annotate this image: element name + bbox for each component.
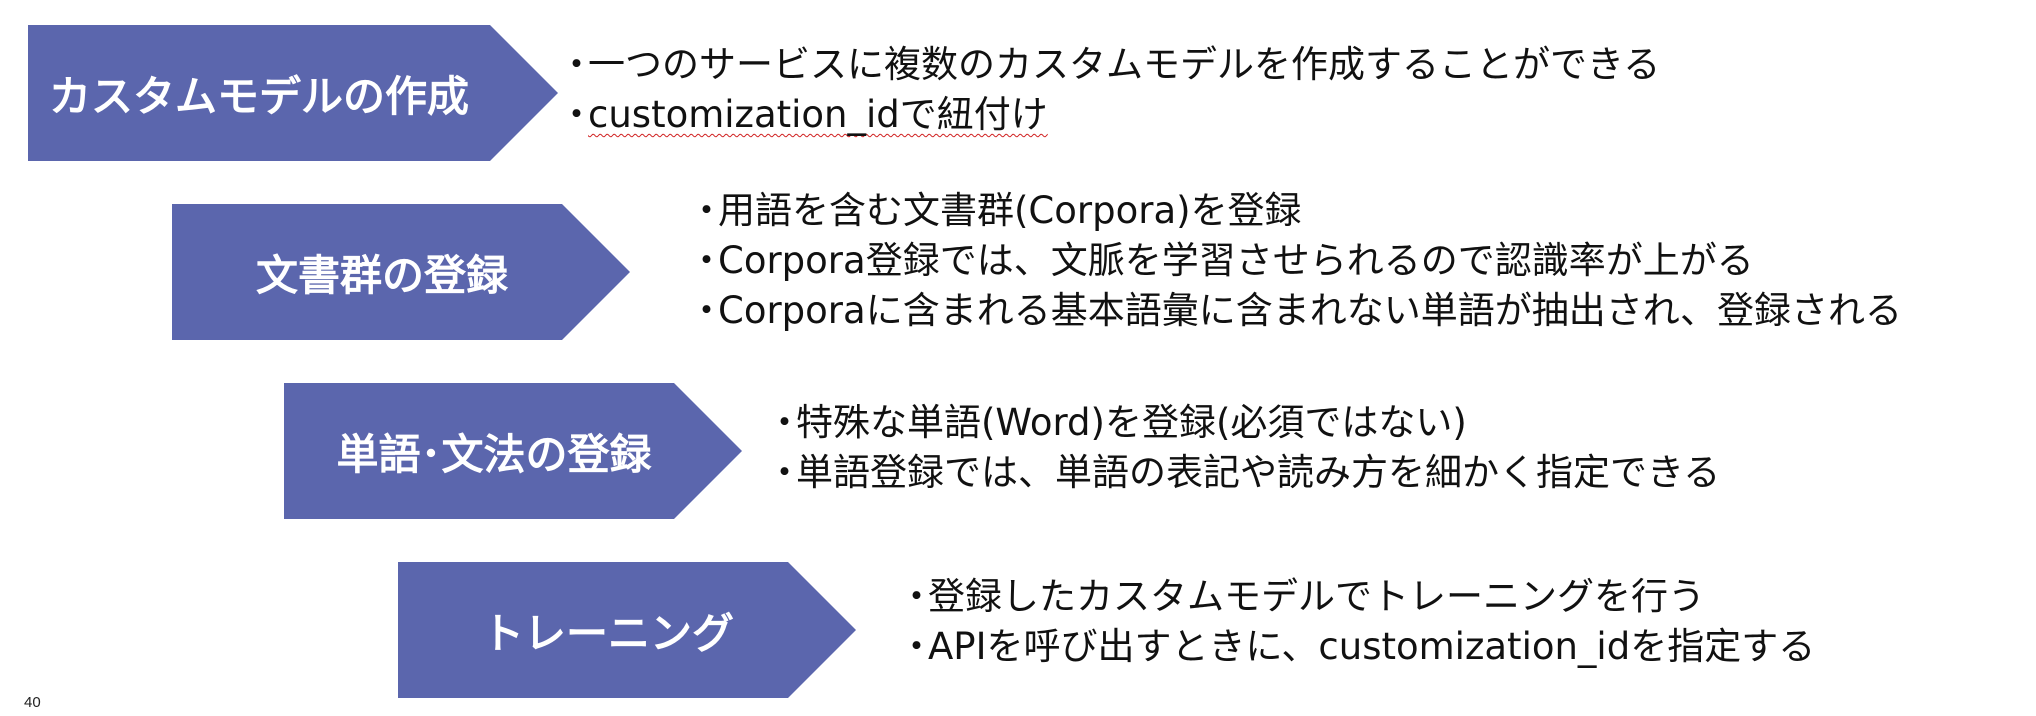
step-title: トレーニング [481, 608, 734, 658]
step-title: カスタムモデルの作成 [48, 71, 469, 121]
bullet-item: ・APIを呼び出すときに、customization_idを指定する [898, 622, 1815, 672]
step-title: 単語･文法の登録 [336, 429, 652, 479]
step-bullets: ・一つのサービスに複数のカスタムモデルを作成することができる ・customiz… [558, 40, 1660, 140]
bullet-item: ・単語登録では、単語の表記や読み方を細かく指定できる [766, 448, 1720, 498]
bullet-marker: ・ [766, 451, 803, 494]
bullet-text: 登録したカスタムモデルでトレーニングを行う [928, 575, 1705, 618]
bullet-item: ・用語を含む文書群(Corpora)を登録 [688, 186, 1902, 236]
bullet-marker: ・ [688, 289, 725, 332]
step-bullets: ・登録したカスタムモデルでトレーニングを行う ・APIを呼び出すときに、cust… [898, 572, 1815, 672]
bullet-item: ・特殊な単語(Word)を登録(必須ではない) [766, 398, 1720, 448]
bullet-text: customization_idで紐付け [588, 93, 1048, 136]
step-bullets: ・用語を含む文書群(Corpora)を登録 ・Corpora登録では、文脈を学習… [688, 186, 1902, 336]
bullet-item: ・Corporaに含まれる基本語彙に含まれない単語が抽出され、登録される [688, 286, 1902, 336]
bullet-item: ・customization_idで紐付け [558, 90, 1660, 140]
step-title: 文書群の登録 [255, 250, 508, 300]
bullet-marker: ・ [558, 93, 595, 136]
bullet-marker: ・ [898, 625, 935, 668]
bullet-text: 用語を含む文書群(Corpora)を登録 [718, 189, 1302, 232]
bullet-text: 特殊な単語(Word)を登録(必須ではない) [796, 401, 1467, 444]
bullet-marker: ・ [898, 575, 935, 618]
bullet-marker: ・ [558, 43, 595, 86]
bullet-text: Corpora登録では、文脈を学習させられるので認識率が上がる [718, 239, 1754, 282]
bullet-text: 単語登録では、単語の表記や読み方を細かく指定できる [796, 451, 1721, 494]
bullet-text: APIを呼び出すときに、customization_idを指定する [928, 625, 1816, 668]
step-chevron: 単語･文法の登録 [284, 383, 742, 519]
bullet-text: Corporaに含まれる基本語彙に含まれない単語が抽出され、登録される [718, 289, 1903, 332]
bullet-item: ・登録したカスタムモデルでトレーニングを行う [898, 572, 1815, 622]
page-number: 40 [24, 694, 41, 711]
step-chevron: トレーニング [398, 562, 856, 698]
step-chevron: カスタムモデルの作成 [28, 25, 558, 161]
bullet-item: ・一つのサービスに複数のカスタムモデルを作成することができる [558, 40, 1660, 90]
bullet-marker: ・ [688, 239, 725, 282]
bullet-text: 一つのサービスに複数のカスタムモデルを作成することができる [588, 43, 1661, 86]
bullet-marker: ・ [688, 189, 725, 232]
bullet-marker: ・ [766, 401, 803, 444]
bullet-item: ・Corpora登録では、文脈を学習させられるので認識率が上がる [688, 236, 1902, 286]
step-chevron: 文書群の登録 [172, 204, 630, 340]
step-bullets: ・特殊な単語(Word)を登録(必須ではない) ・単語登録では、単語の表記や読み… [766, 398, 1720, 498]
